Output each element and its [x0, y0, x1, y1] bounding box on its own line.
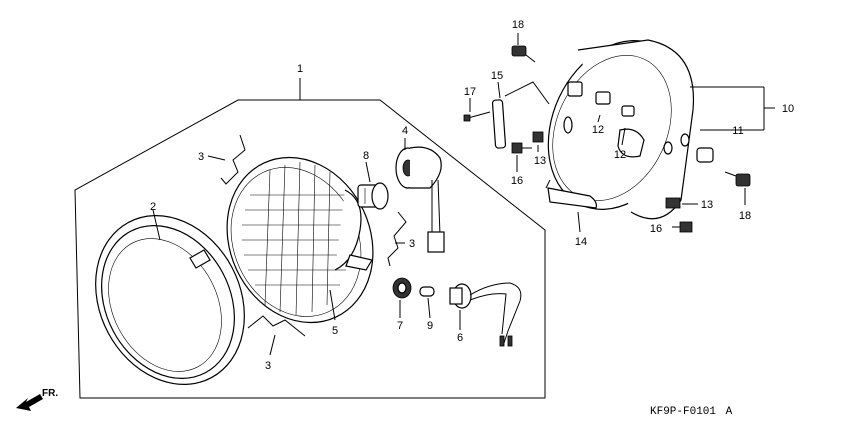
callout-13-left: 13 [534, 155, 546, 167]
callout-3-lower: 3 [265, 360, 271, 372]
callout-12-left: 12 [592, 124, 604, 136]
position-bulb [419, 286, 435, 297]
callout-2: 2 [150, 201, 156, 213]
headlight-case [547, 39, 695, 220]
nut-13-left [532, 131, 544, 143]
callout-18-top: 18 [512, 19, 524, 31]
front-direction-label: FR. [42, 388, 58, 399]
headlight-unit [226, 156, 374, 324]
bolt-18-top [511, 45, 536, 63]
callout-1: 1 [297, 63, 303, 75]
nut-13-right [665, 197, 681, 209]
bracket-15 [491, 81, 550, 149]
front-direction-arrow: FR. [16, 388, 58, 411]
bulb-dust-cover [395, 146, 445, 253]
clip-3-right [387, 211, 407, 267]
callout-5: 5 [332, 325, 338, 337]
callout-7: 7 [397, 320, 403, 332]
callout-11: 11 [732, 125, 743, 137]
assembly-1-outline [74, 99, 546, 399]
collar [696, 147, 714, 163]
callout-12-right: 12 [614, 149, 626, 161]
bolt-16-left [511, 142, 532, 154]
callout-14: 14 [575, 236, 587, 248]
clip-3-upper [220, 134, 246, 185]
drawing-code: KF9P-F0101 A [650, 406, 733, 418]
bolt-18-right [724, 171, 751, 187]
clip-3-lower [247, 315, 306, 337]
callout-10: 10 [782, 103, 794, 115]
callout-13-right: 13 [701, 199, 713, 211]
callout-15: 15 [491, 70, 503, 82]
headlight-bulb [357, 182, 389, 210]
drawing-revision: A [726, 406, 733, 418]
callout-18-right: 18 [739, 210, 751, 222]
stay-14 [545, 179, 597, 209]
callout-16-left: 16 [511, 175, 523, 187]
callout-8: 8 [363, 150, 369, 162]
callout-6: 6 [457, 332, 463, 344]
callout-4: 4 [402, 125, 408, 137]
drawing-code-text: KF9P-F0101 [650, 406, 716, 418]
callout-17: 17 [464, 86, 476, 98]
callout-3-upper: 3 [198, 151, 204, 163]
callout-3-right: 3 [409, 238, 415, 250]
headlight-rim [95, 215, 245, 385]
grommet [392, 277, 412, 299]
screw-17 [463, 111, 491, 122]
bolt-16-right [672, 221, 693, 233]
callout-16-right: 16 [650, 223, 662, 235]
position-light-socket [449, 282, 522, 347]
callout-9: 9 [427, 320, 433, 332]
